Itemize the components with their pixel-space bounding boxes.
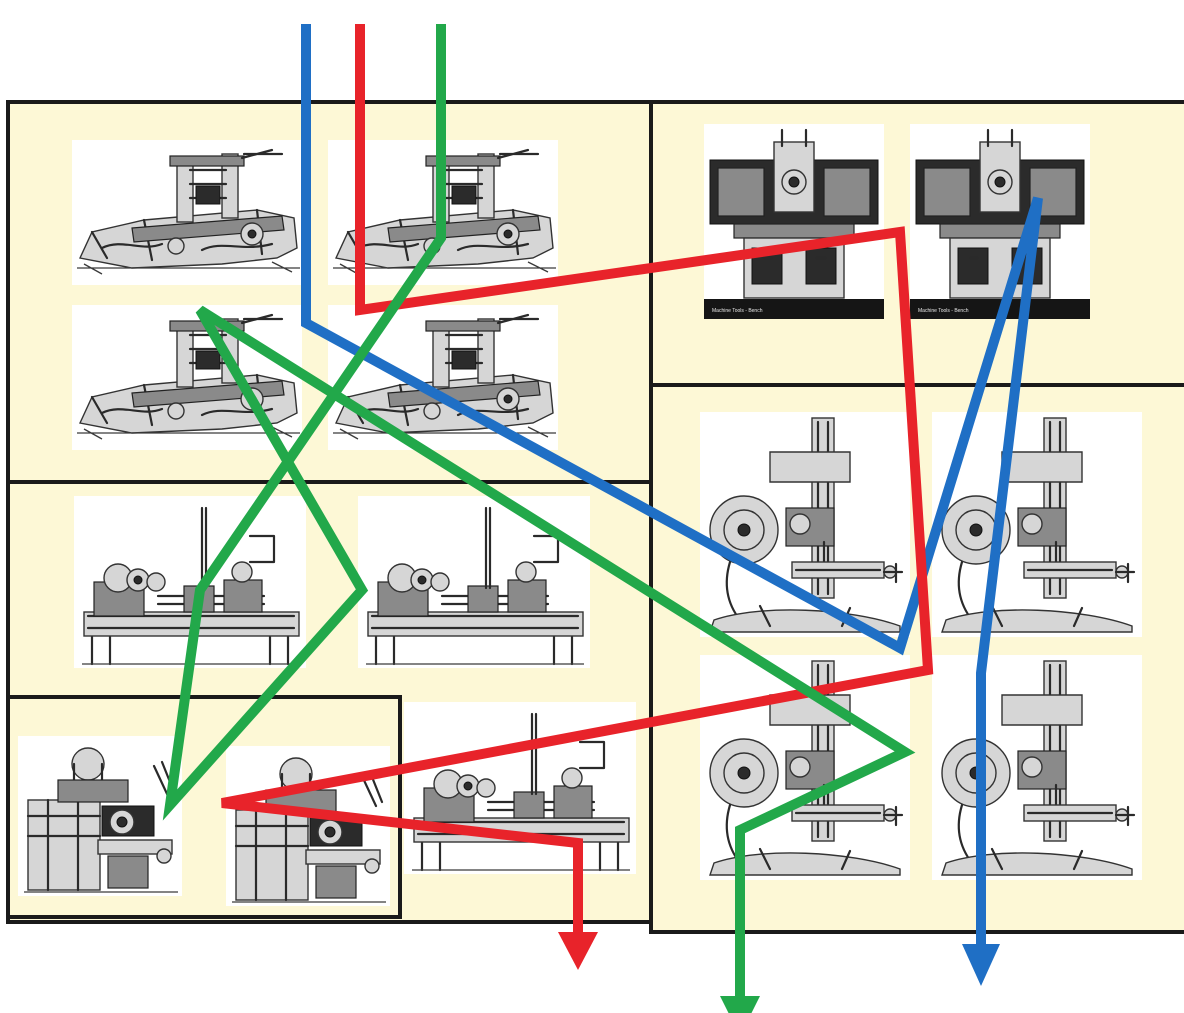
green-flow-arrowhead bbox=[720, 996, 760, 1013]
grinder-machine bbox=[702, 122, 886, 321]
milling-machine bbox=[16, 734, 184, 898]
blue-flow-arrowhead bbox=[962, 944, 1000, 986]
grinder-caption: Machine Tools - Bench bbox=[918, 308, 969, 314]
grinder-caption: Machine Tools - Bench bbox=[712, 308, 763, 314]
red-flow-arrowhead bbox=[558, 932, 598, 970]
blue-flow-line bbox=[301, 24, 1043, 950]
planer-machine bbox=[70, 138, 304, 287]
lathe-machine bbox=[356, 494, 592, 670]
drill-press-machine bbox=[930, 653, 1144, 882]
planer-machine bbox=[326, 303, 560, 452]
milling-machine bbox=[224, 744, 392, 908]
drill-press-machine bbox=[698, 410, 912, 639]
material-flow-lines bbox=[162, 24, 1043, 1013]
grinder-machine bbox=[908, 122, 1092, 321]
green-flow-line bbox=[162, 24, 916, 1000]
red-flow-line bbox=[221, 24, 934, 936]
